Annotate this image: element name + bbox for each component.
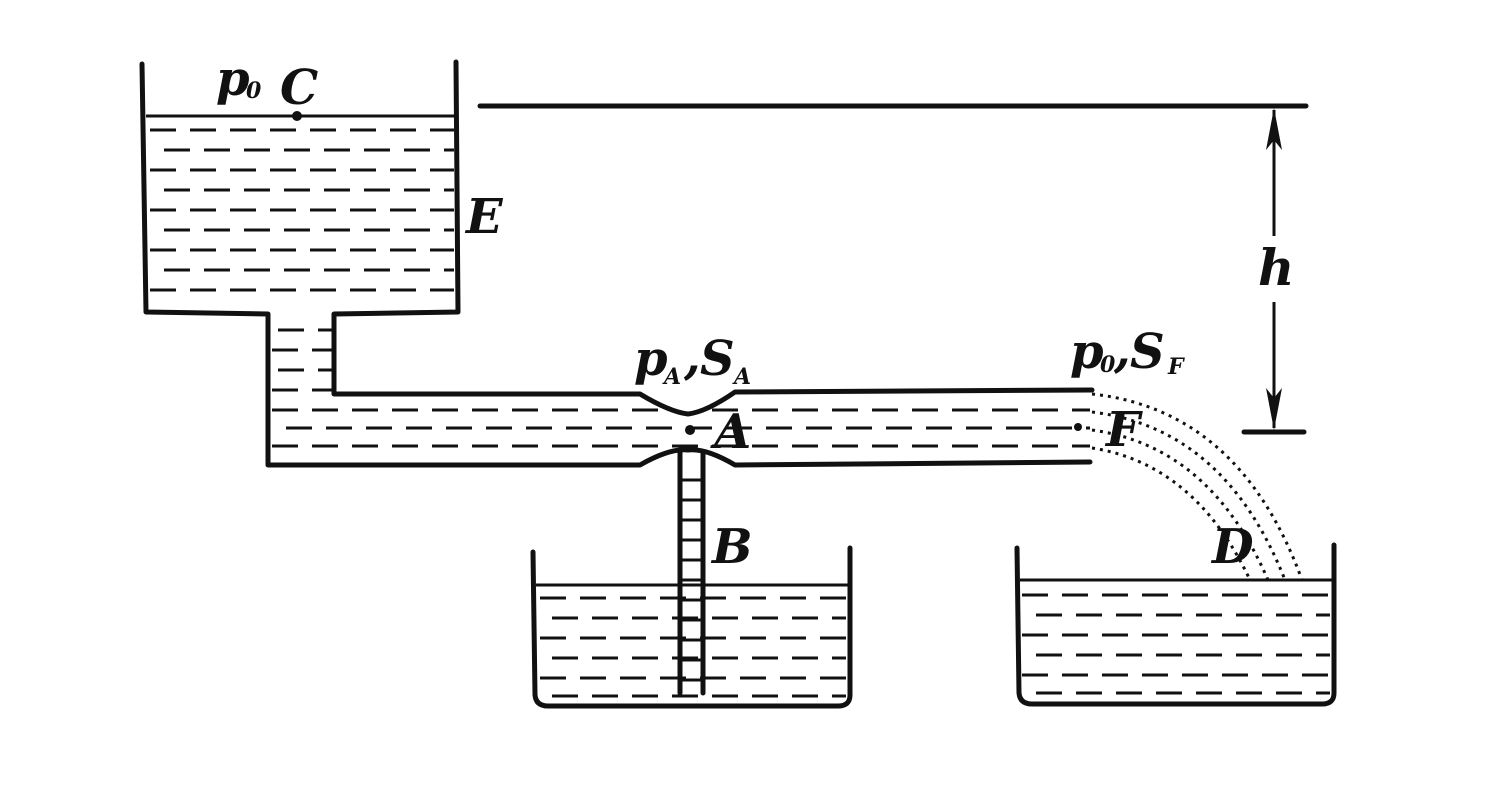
label-c: C xyxy=(280,60,318,116)
label-d: D xyxy=(1210,519,1254,575)
label-sa: S xyxy=(700,331,735,387)
label-f: F xyxy=(1104,402,1143,458)
point-a-dot xyxy=(685,425,695,435)
label-comma-f: , xyxy=(1113,322,1131,378)
point-c-dot xyxy=(292,111,302,121)
height-reference xyxy=(477,103,1309,435)
upper-tank-water xyxy=(150,128,454,292)
label-comma-a: , xyxy=(683,329,701,385)
right-beaker-water xyxy=(1022,593,1330,695)
right-beaker xyxy=(1014,542,1337,707)
label-e: E xyxy=(464,189,504,245)
upper-tank-walls xyxy=(139,61,1093,468)
label-sf-sub: F xyxy=(1167,354,1185,380)
arrow-head-up xyxy=(1266,108,1282,150)
suction-tube-water xyxy=(680,478,702,682)
label-p0-top: p xyxy=(216,51,250,107)
label-p0-right-sub: 0 xyxy=(1100,352,1116,378)
label-h: h xyxy=(1258,238,1294,297)
water-jet xyxy=(1091,392,1304,581)
label-a: A xyxy=(710,404,751,460)
point-f-dot xyxy=(1074,423,1082,431)
label-b: B xyxy=(710,519,753,575)
label-sa-sub: A xyxy=(732,364,751,390)
left-beaker-water xyxy=(540,596,846,698)
arrow-head-down xyxy=(1266,388,1282,430)
suction-tube xyxy=(677,449,706,696)
upper-tank xyxy=(139,59,1095,468)
labels: p 0 C E h p A , S A p 0 , S F A F B D xyxy=(216,51,1294,575)
label-sf: S xyxy=(1130,324,1165,380)
label-pa: p xyxy=(634,331,668,387)
left-beaker xyxy=(530,545,853,709)
label-p0-top-sub: 0 xyxy=(246,78,262,104)
label-pa-sub: A xyxy=(662,364,681,390)
upper-tank-right-wall xyxy=(331,59,1095,417)
label-p0-right: p xyxy=(1070,324,1104,380)
